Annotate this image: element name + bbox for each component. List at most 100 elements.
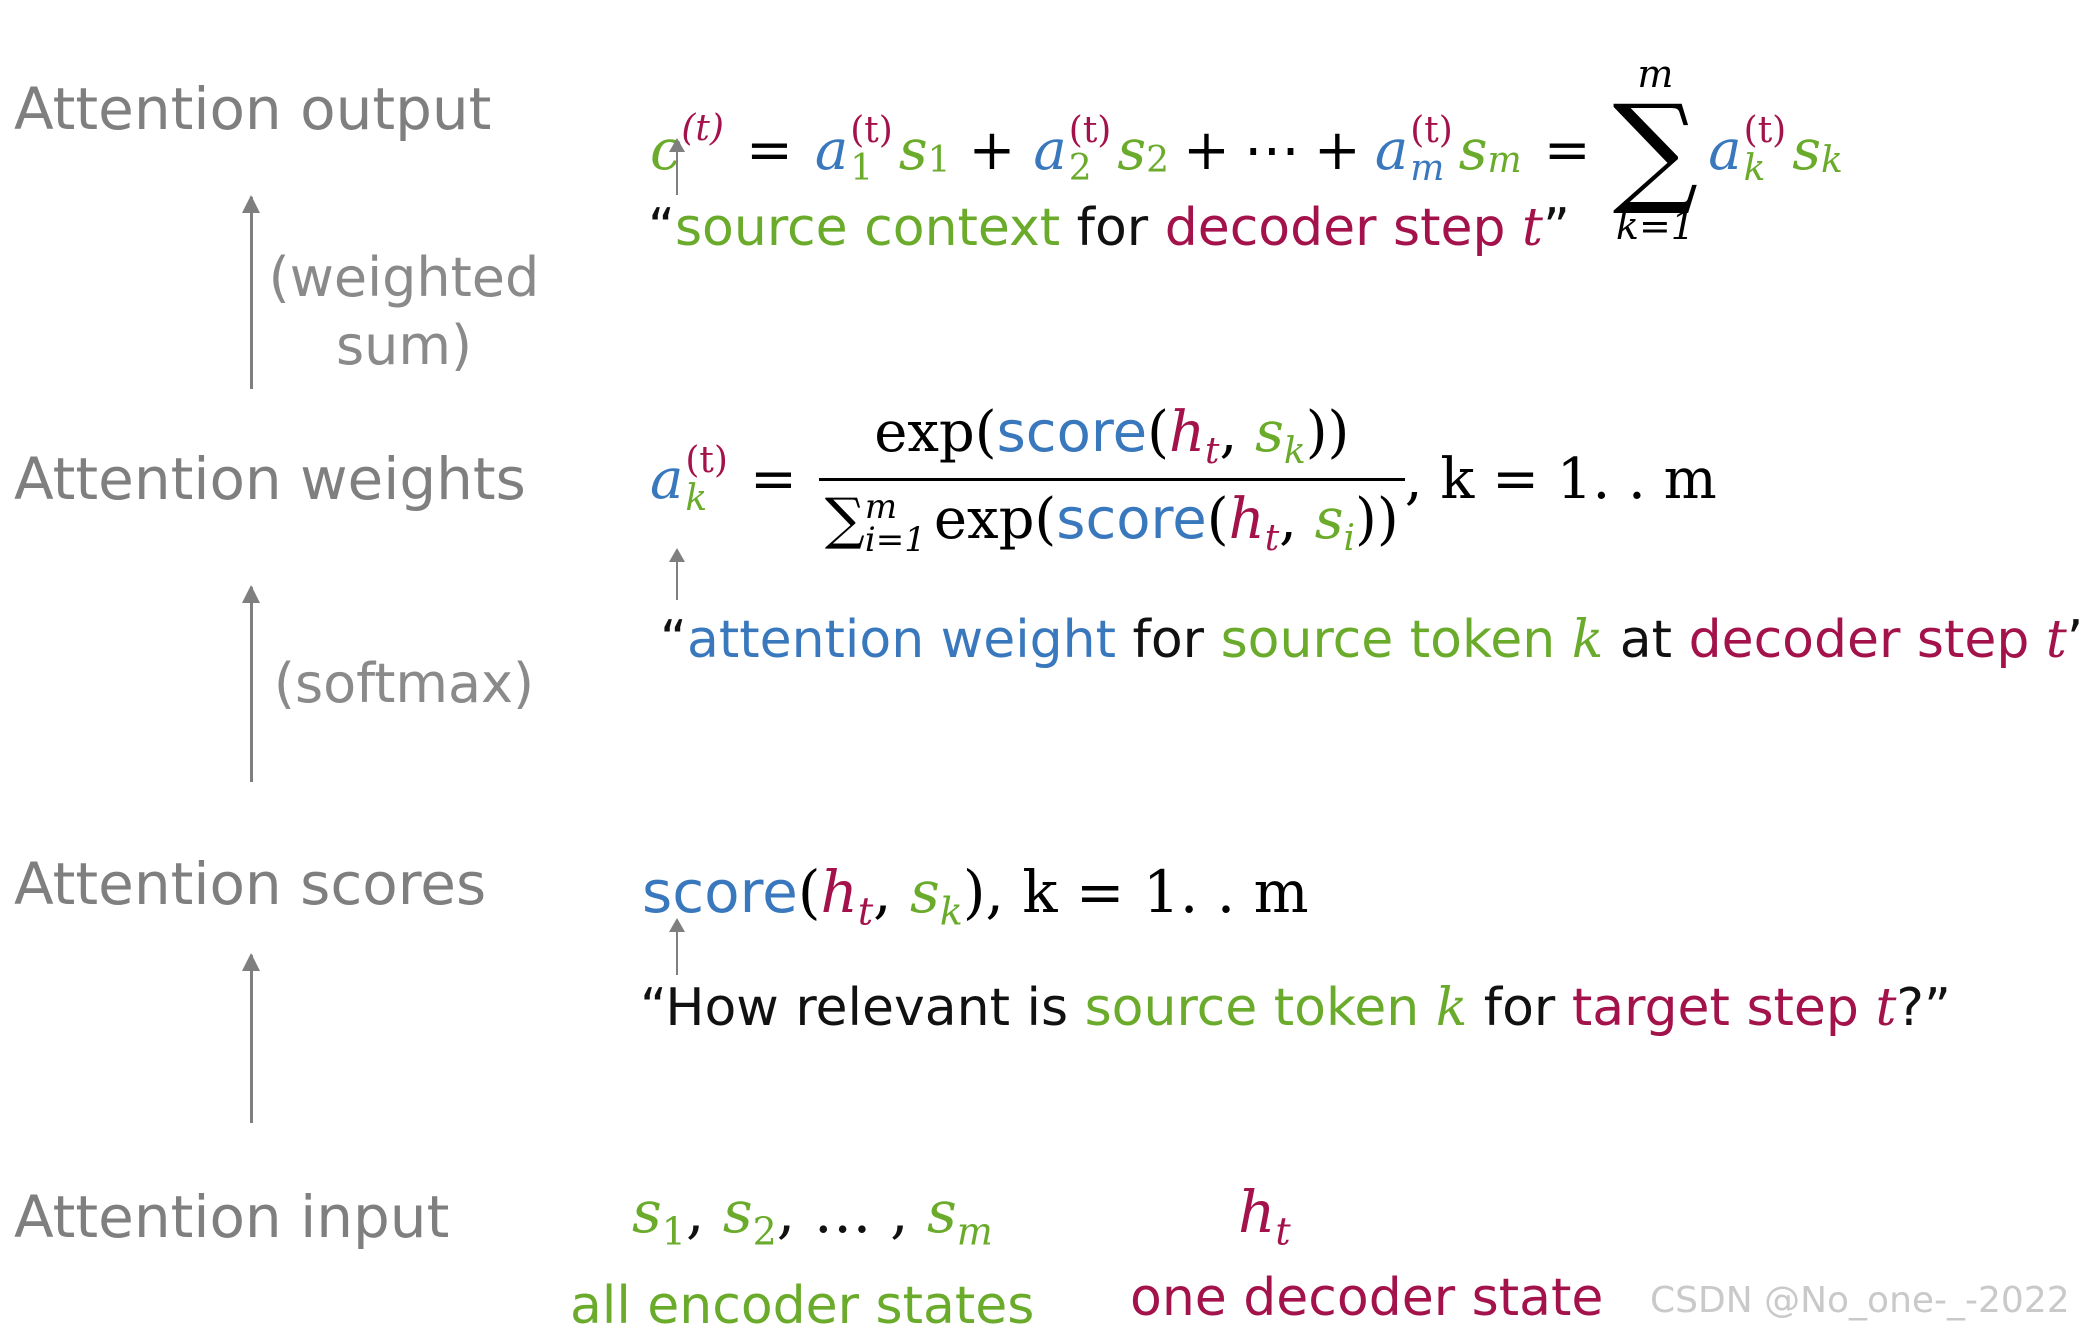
decoder-sub: t [1264, 518, 1280, 560]
operation-softmax: (softmax) [273, 652, 535, 715]
weights-caption: “attention weight for source token k at … [660, 610, 2079, 670]
caption-target-step: target step [1571, 978, 1876, 1038]
caption-for: for [1467, 978, 1572, 1038]
caption-decoder-step: decoder step [1688, 610, 2046, 670]
stage-label-weights: Attention weights [14, 445, 526, 513]
caption-k: k [1435, 978, 1468, 1038]
state-symbol: s [898, 117, 928, 183]
operation-weighted-sum: (weighted sum) [254, 244, 554, 379]
equals-sign-1: = [745, 117, 793, 183]
decoder-sub: t [857, 889, 874, 934]
sum-symbol: ∑ [824, 487, 865, 553]
scores-formula: score(ht, sk), k = 1. . m [642, 858, 1309, 934]
weight-sub: 1 [850, 148, 874, 189]
output-caption: “source context for decoder step t” [648, 198, 1570, 258]
weight-symbol: a [1708, 117, 1742, 183]
decoder-state-symbol: h [1168, 400, 1206, 465]
encoder-state-symbol: s [632, 1178, 662, 1246]
decoder-sub: t [1275, 1209, 1291, 1254]
quote-close: ” [2067, 610, 2079, 670]
pointer-arrow-weights [669, 548, 685, 600]
caption-attention-weight: attention weight [686, 610, 1117, 670]
score-fn: score [642, 858, 798, 926]
state-sub: k [1820, 139, 1843, 181]
weight-sup: (t) [1068, 110, 1112, 152]
encoder-sub: 2 [752, 1209, 777, 1254]
weight-symbol: a [1374, 117, 1409, 183]
caption-for: for [1060, 198, 1165, 258]
decoder-state-symbol: h [1238, 1178, 1276, 1246]
state-symbol: s [1117, 117, 1147, 183]
caption-t: t [1875, 978, 1897, 1038]
caption-how-relevant: “How relevant is [640, 978, 1085, 1038]
caption-source-token: source token [1220, 610, 1572, 670]
arrow-scores-to-weights [242, 585, 260, 782]
quote-close: ?” [1896, 978, 1951, 1038]
sum-lower: i=1 [864, 519, 926, 560]
equals-sign-2: = [1543, 117, 1591, 183]
caption-source-token: source token [1084, 978, 1436, 1038]
weight-sub: 2 [1068, 148, 1092, 189]
score-fn: score [1056, 487, 1207, 553]
encoder-sub: i [1343, 518, 1356, 560]
caption-for: for [1116, 610, 1221, 670]
weight-script-2: (t) 2 [1069, 112, 1112, 188]
equals-sign: = [749, 447, 797, 513]
summation: m ∑ k=1 [1613, 55, 1699, 245]
arrow-weights-to-output [242, 195, 260, 389]
encoder-state-symbol: s [910, 858, 940, 926]
operation-weighted-line1: (weighted [268, 246, 540, 309]
exp-fn: exp( [933, 487, 1057, 553]
encoder-state-symbol: s [1255, 400, 1284, 465]
encoder-states-label: all encoder states [570, 1276, 1035, 1336]
exp-fn: exp( [874, 400, 997, 465]
quote-open: “ [660, 610, 687, 670]
stage-label-scores: Attention scores [14, 850, 487, 918]
caption-t: t [1522, 198, 1543, 258]
stage-label-output: Attention output [14, 75, 492, 143]
pointer-arrow-output [669, 138, 685, 195]
weight-symbol: a [1033, 117, 1067, 183]
encoder-sub: k [939, 889, 963, 934]
state-sub: 1 [927, 139, 951, 181]
caption-k: k [1571, 610, 1604, 670]
encoder-state-symbol: s [1314, 487, 1344, 553]
arrow-input-to-scores [242, 953, 260, 1123]
stage-label-input: Attention input [14, 1183, 450, 1251]
weight-script-1: (t) 1 [850, 112, 893, 188]
weight-script: (t) k [685, 442, 728, 518]
plus-sign-3: + [1313, 117, 1361, 183]
decoder-state-label: one decoder state [1130, 1268, 1604, 1328]
encoder-state-symbol: s [722, 1178, 753, 1246]
operation-weighted-line2: sum) [335, 313, 473, 377]
score-fn: score [996, 400, 1148, 465]
pointer-arrow-scores [669, 918, 685, 975]
weight-lhs: a (t) k [650, 442, 728, 518]
context-superscript: (t) [681, 107, 724, 149]
weight-sup: (t) [685, 439, 728, 481]
state-symbol: s [1792, 117, 1821, 183]
state-sub: m [1487, 139, 1522, 181]
quote-close: ” [1542, 198, 1570, 258]
index-range: , k = 1. . m [1404, 447, 1717, 513]
state-sub: 2 [1146, 139, 1169, 181]
scores-caption: “How relevant is source token k for targ… [640, 978, 1951, 1038]
caption-t: t [2045, 610, 2067, 670]
encoder-sub: k [1283, 431, 1306, 473]
index-range: , k = 1. . m [985, 858, 1309, 926]
encoder-sub: m [956, 1209, 993, 1254]
weight-sub: k [685, 477, 708, 519]
sum-upper: m [864, 487, 898, 528]
plus-sign-2: + [1183, 117, 1230, 183]
caption-source-context: source context [674, 198, 1061, 258]
quote-open: “ [648, 198, 675, 258]
